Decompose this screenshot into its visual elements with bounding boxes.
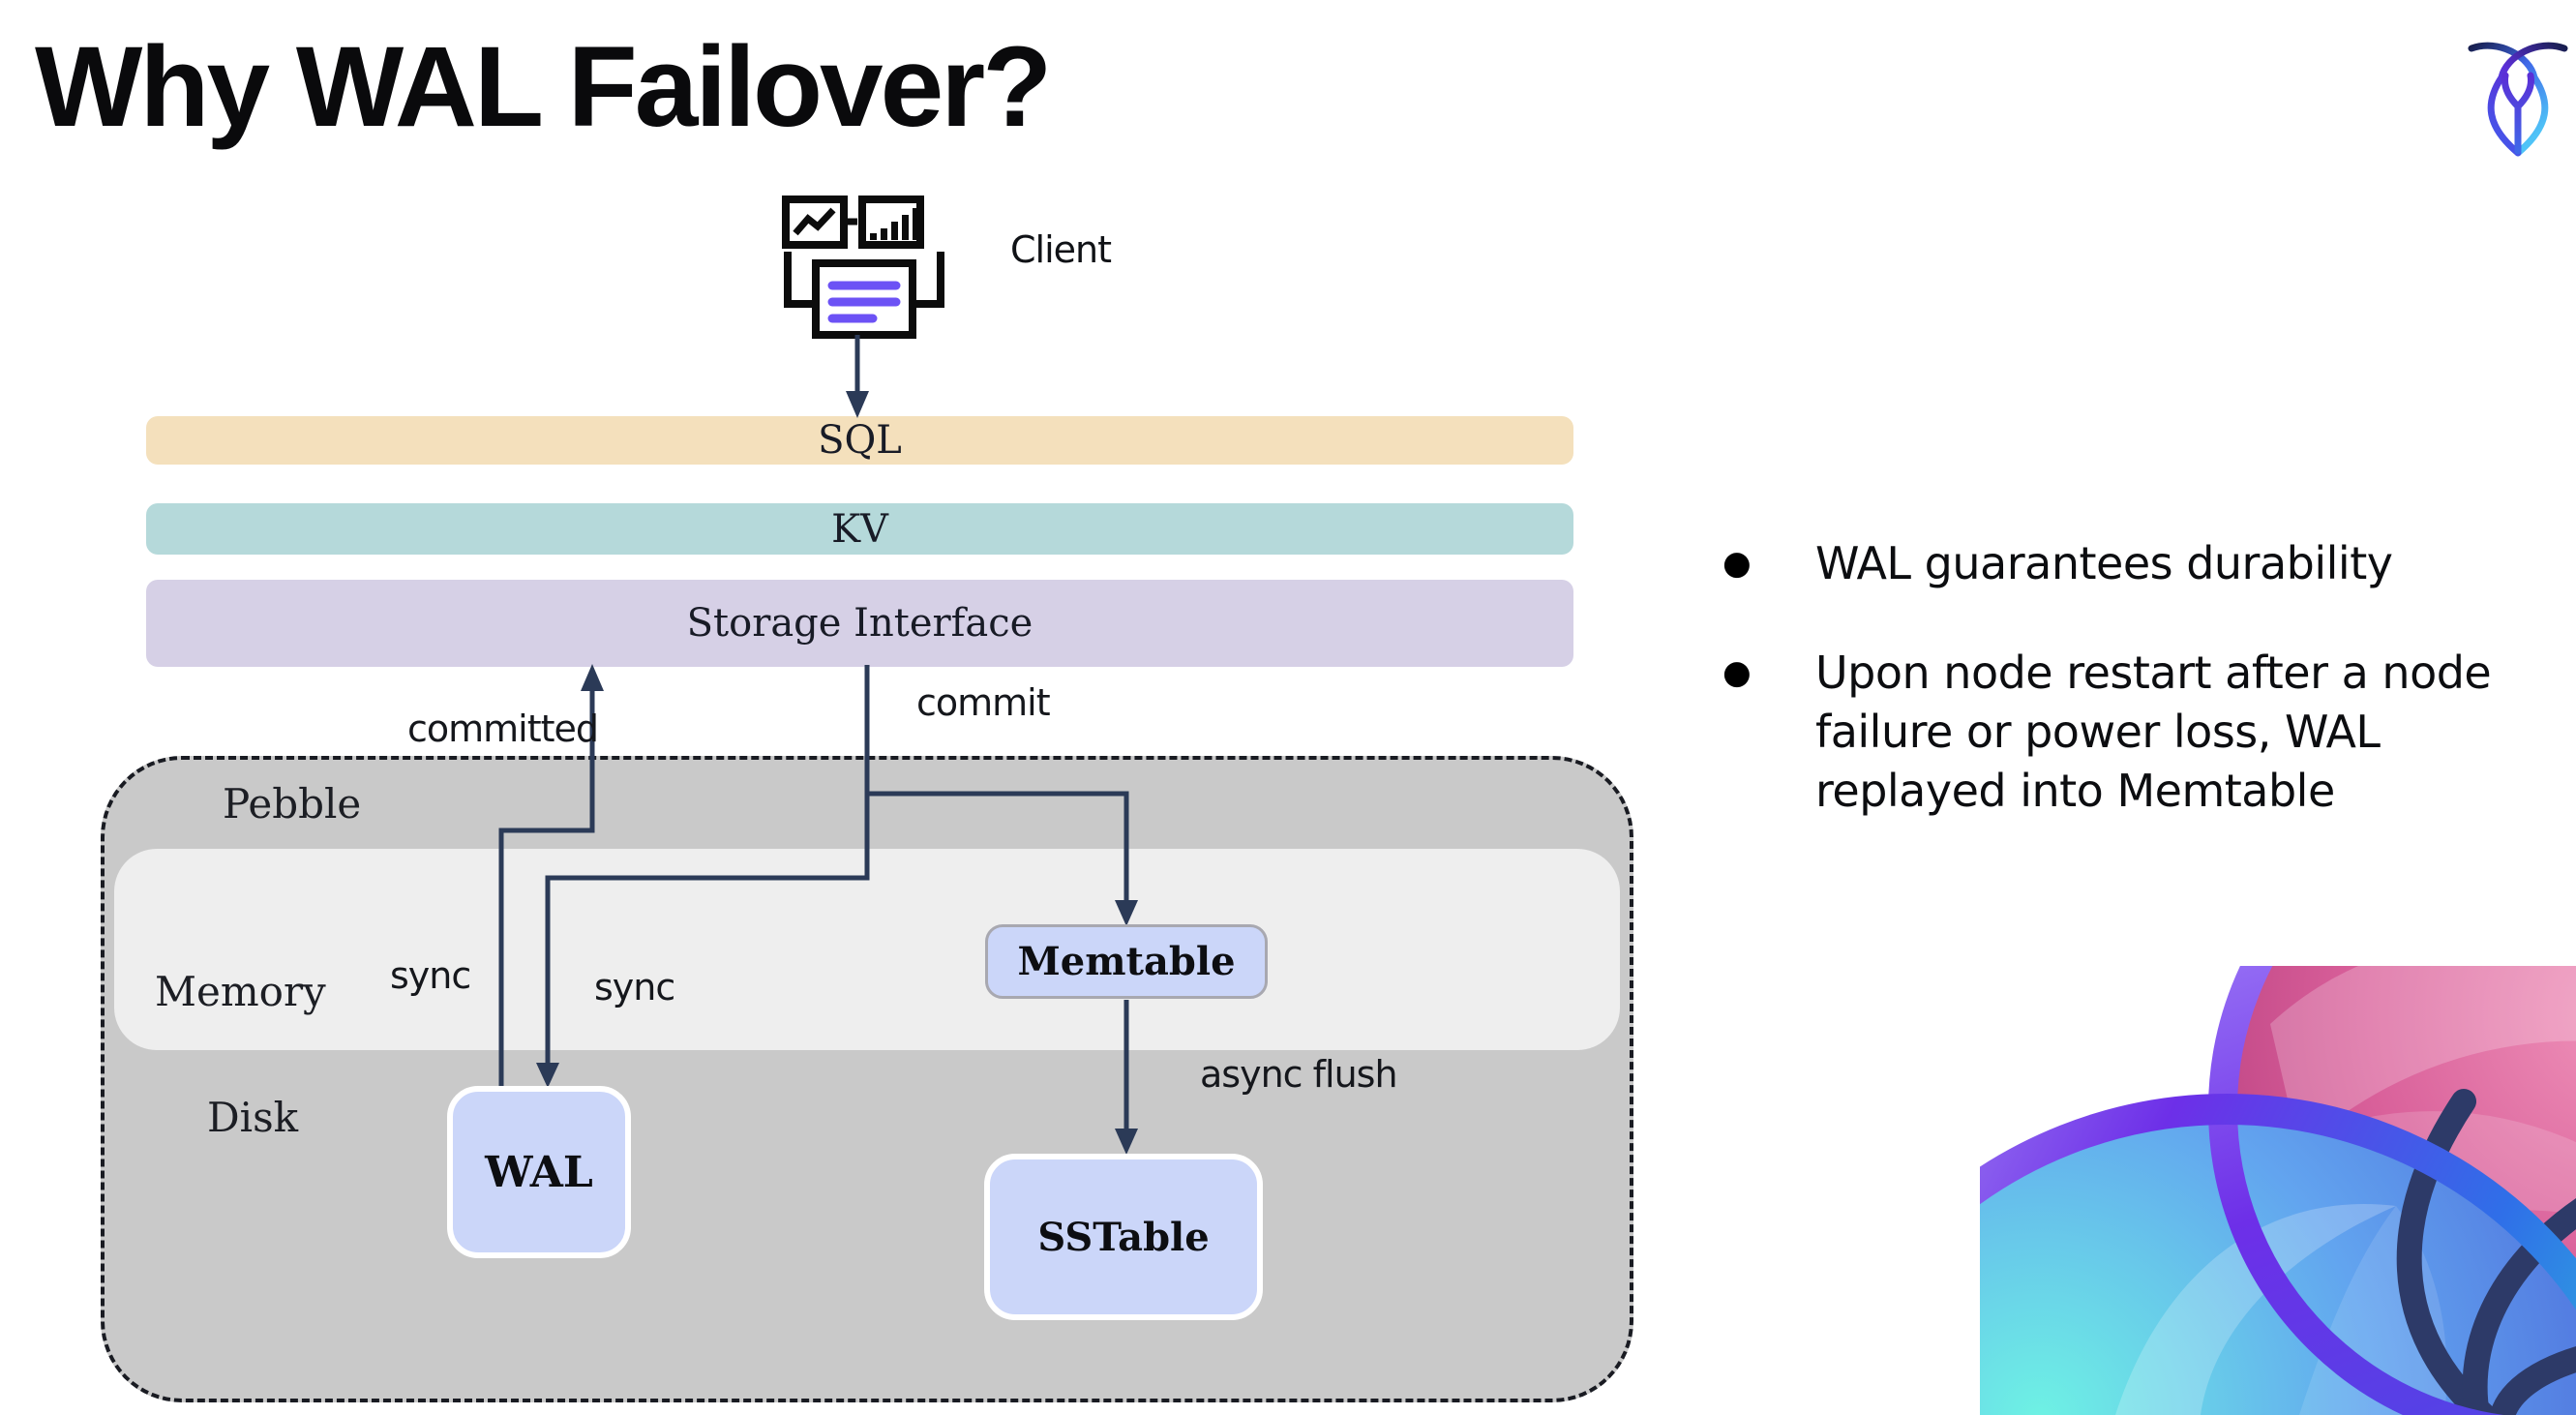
disk-label: Disk <box>207 1094 299 1141</box>
bullet-text: Upon node restart after a node failure o… <box>1815 647 2492 817</box>
sstable-box: SSTable <box>984 1154 1263 1320</box>
bullet-marker-icon: ● <box>1722 653 1752 692</box>
wal-box: WAL <box>447 1086 631 1258</box>
bullet-marker-icon: ● <box>1722 544 1752 583</box>
cockroachdb-brand-art <box>1980 966 2576 1415</box>
sync-right-label: sync <box>594 966 675 1009</box>
page-title: Why WAL Failover? <box>35 23 1052 151</box>
layer-bar-sql-label: SQL <box>818 418 902 463</box>
layer-bar-storage-interface: Storage Interface <box>146 580 1573 667</box>
memtable-box-label: Memtable <box>1017 939 1236 984</box>
layer-bar-sql: SQL <box>146 416 1573 465</box>
list-item: ● Upon node restart after a node failure… <box>1722 644 2574 821</box>
commit-label: commit <box>916 681 1051 724</box>
bullet-list: ● WAL guarantees durability ● Upon node … <box>1722 534 2574 871</box>
client-workstation-icon <box>782 196 944 339</box>
committed-label: committed <box>407 708 599 750</box>
layer-bar-storage-label: Storage Interface <box>686 601 1033 646</box>
list-item: ● WAL guarantees durability <box>1722 534 2574 593</box>
wal-box-label: WAL <box>485 1147 593 1197</box>
memtable-box: Memtable <box>985 924 1268 999</box>
pebble-label: Pebble <box>223 780 362 828</box>
bullet-text: WAL guarantees durability <box>1815 537 2393 589</box>
async-flush-label: async flush <box>1200 1053 1398 1096</box>
client-label: Client <box>1010 228 1112 271</box>
layer-bar-kv: KV <box>146 503 1573 555</box>
memory-label: Memory <box>155 968 326 1015</box>
layer-bar-kv-label: KV <box>831 506 888 552</box>
cockroachdb-logo-icon <box>2468 42 2568 157</box>
memory-band <box>114 849 1620 1050</box>
sync-left-label: sync <box>390 954 471 997</box>
sstable-box-label: SSTable <box>1037 1214 1210 1260</box>
